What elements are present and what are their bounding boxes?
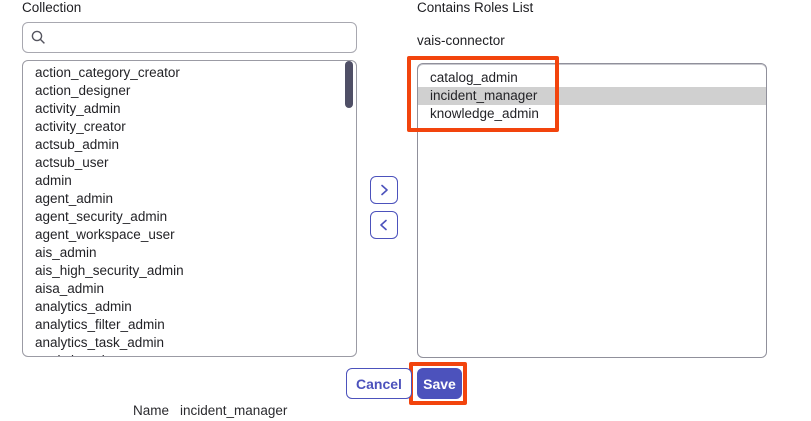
search-icon (31, 30, 45, 44)
list-item[interactable]: actsub_admin (35, 137, 120, 152)
list-item[interactable]: aisa_admin (35, 281, 105, 296)
list-item[interactable]: knowledge_admin (430, 106, 539, 121)
search-input[interactable] (52, 30, 348, 45)
group-name-label: vais-connector (417, 33, 505, 48)
list-item[interactable]: incident_manager (418, 87, 766, 105)
name-value: incident_manager (180, 403, 288, 418)
remove-role-button[interactable] (370, 211, 398, 239)
list-item[interactable]: analytics_admin (35, 299, 132, 314)
list-item[interactable]: action_designer (35, 83, 131, 98)
list-item[interactable]: analytics_viewer (23, 352, 356, 356)
list-item[interactable]: analytics_task_admin (35, 335, 165, 350)
add-role-button[interactable] (370, 176, 398, 204)
collection-search[interactable] (22, 22, 357, 53)
name-row: Name incident_manager (133, 403, 287, 418)
chevron-left-icon (380, 219, 387, 231)
chevron-right-icon (381, 184, 388, 196)
list-item[interactable]: action_category_creator (35, 65, 180, 80)
save-button[interactable]: Save (417, 368, 462, 399)
list-item[interactable]: ais_admin (35, 245, 97, 260)
list-item[interactable]: admin (35, 173, 72, 188)
list-item[interactable]: ais_high_security_admin (35, 263, 184, 278)
list-item[interactable]: agent_security_admin (35, 209, 168, 224)
list-item[interactable]: actsub_user (35, 155, 109, 170)
list-item[interactable]: activity_admin (35, 101, 121, 116)
list-item[interactable]: analytics_filter_admin (35, 317, 165, 332)
list-item[interactable]: activity_creator (35, 119, 126, 134)
list-item[interactable]: agent_admin (35, 191, 114, 206)
list-item[interactable]: agent_workspace_user (35, 227, 175, 242)
list-item[interactable]: catalog_admin (430, 70, 518, 85)
collection-label: Collection (22, 0, 82, 15)
contains-roles-list-label: Contains Roles List (417, 0, 534, 15)
name-label: Name (133, 403, 170, 418)
scrollbar-thumb[interactable] (345, 61, 353, 108)
cancel-button[interactable]: Cancel (346, 368, 412, 399)
